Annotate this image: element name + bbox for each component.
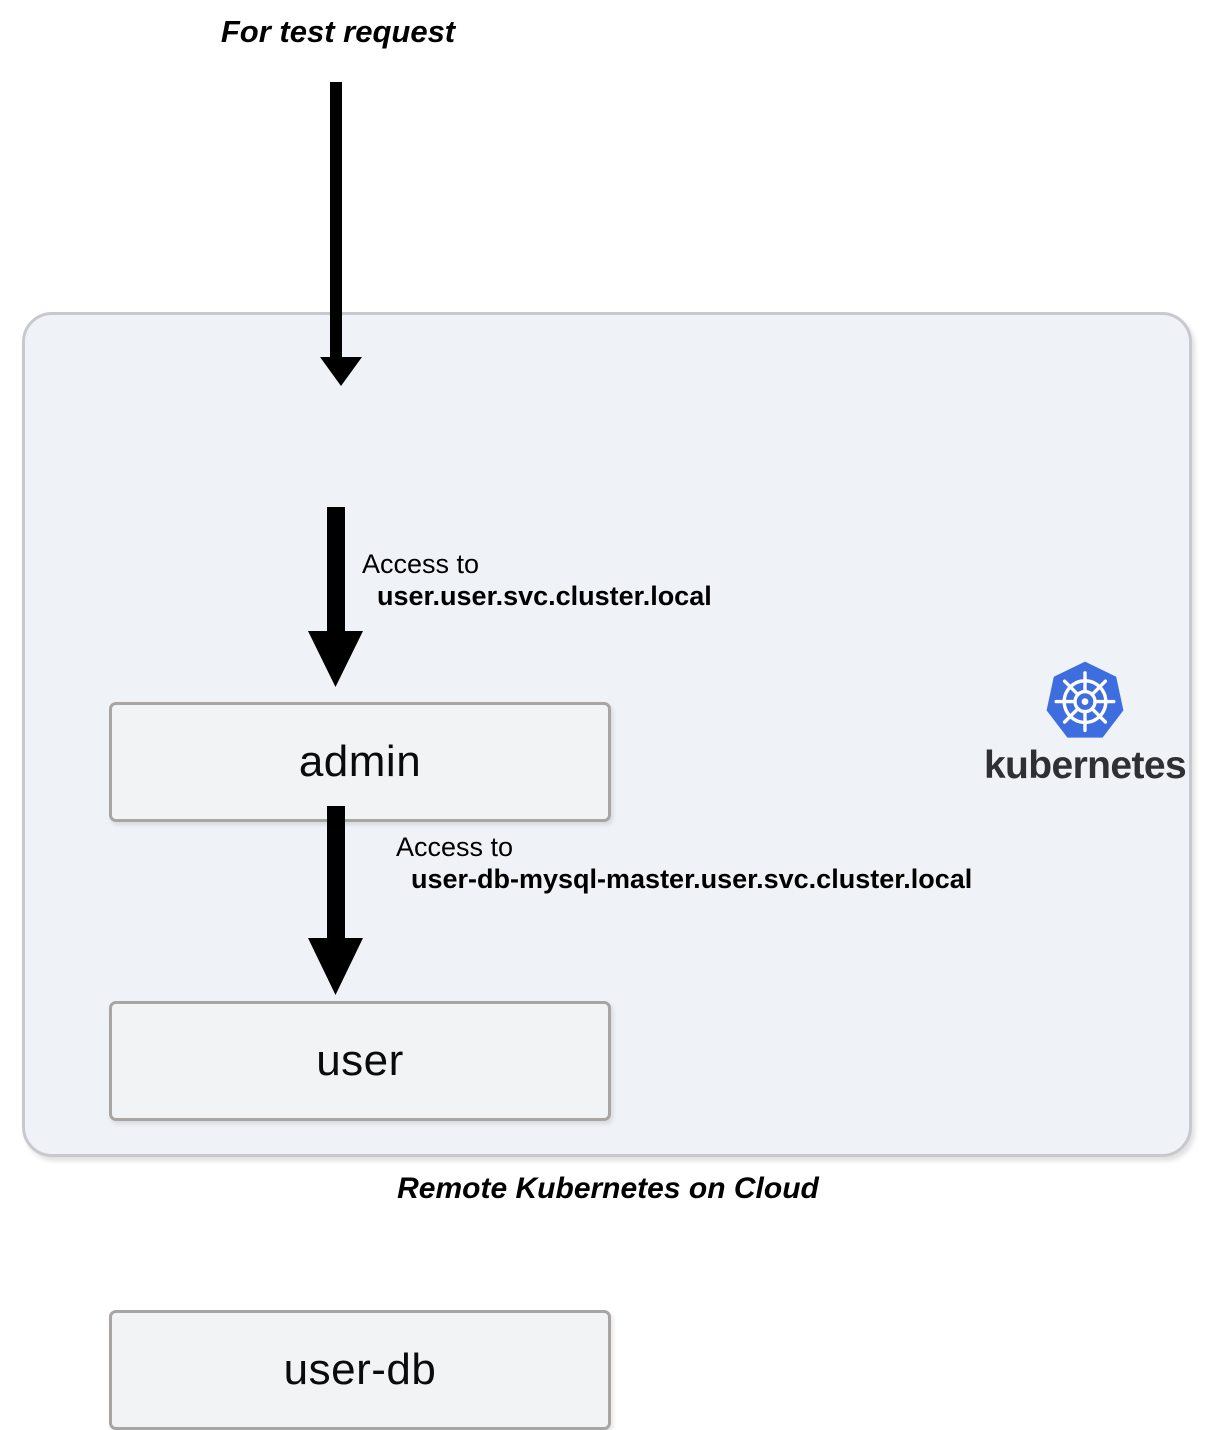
edge-label-admin-to-user-line1: Access to	[362, 549, 480, 579]
edge-label-admin-to-user-line2: user.user.svc.cluster.local	[377, 580, 712, 611]
kubernetes-helm-heptagon-icon	[1045, 660, 1125, 744]
node-user-db-label: user-db	[283, 1345, 437, 1394]
edge-label-user-to-user-db-line2: user-db-mysql-master.user.svc.cluster.lo…	[411, 863, 973, 894]
node-user-label: user	[316, 1036, 404, 1085]
node-admin-label: admin	[298, 737, 422, 786]
kubernetes-wordmark: kubernetes	[983, 744, 1187, 787]
edge-label-admin-to-user: Access to user.user.svc.cluster.local	[362, 549, 712, 613]
node-user-db[interactable]: user-db	[109, 1310, 611, 1430]
bottom-caption: Remote Kubernetes on Cloud	[397, 1172, 819, 1205]
edge-label-user-to-user-db: Access to user-db-mysql-master.user.svc.…	[396, 832, 972, 896]
edge-label-user-to-user-db-line1: Access to	[396, 832, 514, 862]
node-admin[interactable]: admin	[109, 702, 611, 822]
kubernetes-logo: kubernetes	[967, 660, 1203, 788]
node-user[interactable]: user	[109, 1001, 611, 1121]
diagram-canvas: For test request	[22, 14, 1192, 1430]
top-title: For test request	[220, 14, 456, 49]
kubernetes-cluster-container: kubernetes admin user user-db	[22, 312, 1192, 1430]
